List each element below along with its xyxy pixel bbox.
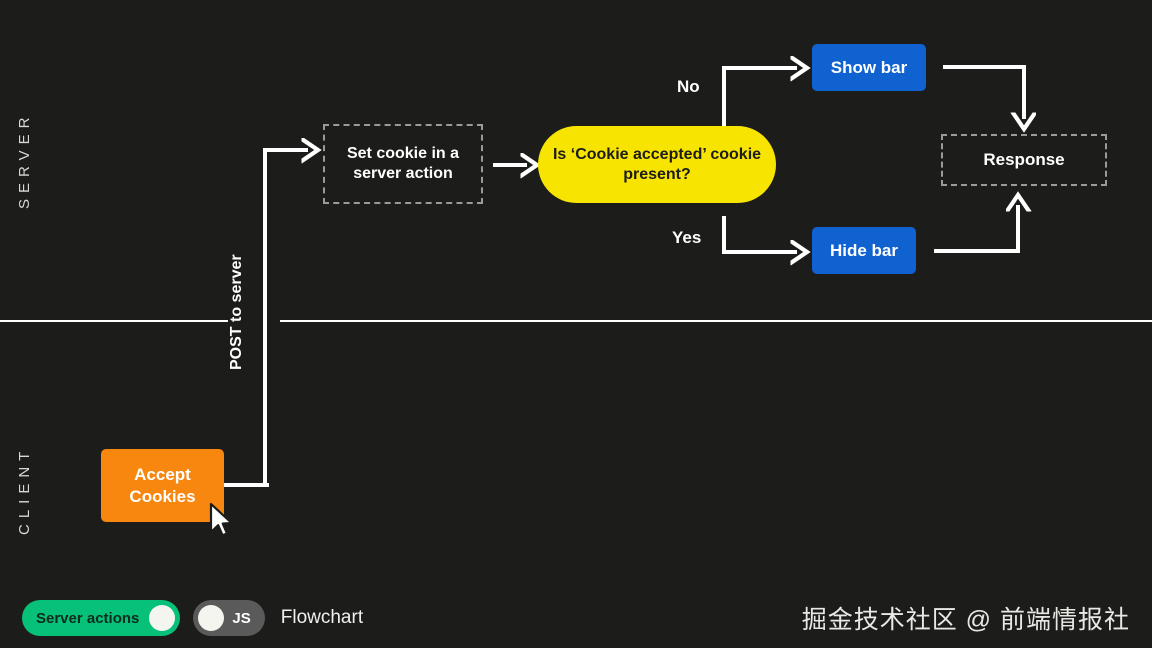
swimlane-divider-left — [0, 320, 228, 322]
edge-showbar-to-response — [943, 65, 1024, 117]
toggle-js-label: JS — [232, 609, 251, 627]
toggle-js[interactable]: JS — [193, 600, 265, 636]
mouse-pointer-icon — [209, 502, 233, 537]
edge-no-to-show-bar — [722, 68, 795, 132]
edge-hidebar-to-response — [934, 207, 1018, 253]
toggle-js-knob[interactable] — [198, 605, 225, 631]
edge-label-no: No — [677, 77, 700, 96]
watermark-text: 掘金技术社区 @ 前端情报社 — [801, 606, 1130, 634]
footer-bar: Server actions JS Flowchart 掘金技术社区 @ 前端情… — [0, 588, 1152, 648]
swimlane-divider-right — [280, 320, 1152, 322]
node-accept-cookies-button[interactable]: Accept Cookies — [101, 449, 224, 522]
node-decision-cookie-accepted: Is ‘Cookie accepted’ cookie present? — [538, 126, 776, 203]
node-response: Response — [941, 134, 1107, 186]
node-hide-bar: Hide bar — [812, 227, 916, 274]
toggle-server-actions[interactable]: Server actions — [22, 600, 181, 636]
edge-label-yes: Yes — [672, 228, 702, 247]
toggle-server-actions-knob[interactable] — [149, 605, 176, 631]
footer-caption: Flowchart — [280, 607, 364, 628]
edge-post-to-server — [263, 150, 306, 487]
swimlane-label-client: CLIENT — [16, 445, 33, 535]
edge-label-post-to-server: POST to server — [228, 254, 245, 370]
swimlane-label-server: SERVER — [16, 111, 33, 209]
node-set-cookie-in-server-action: Set cookie in a server action — [323, 124, 483, 204]
edge-yes-to-hide-bar — [722, 216, 795, 252]
toggle-server-actions-label: Server actions — [36, 609, 140, 627]
node-show-bar: Show bar — [812, 44, 926, 91]
